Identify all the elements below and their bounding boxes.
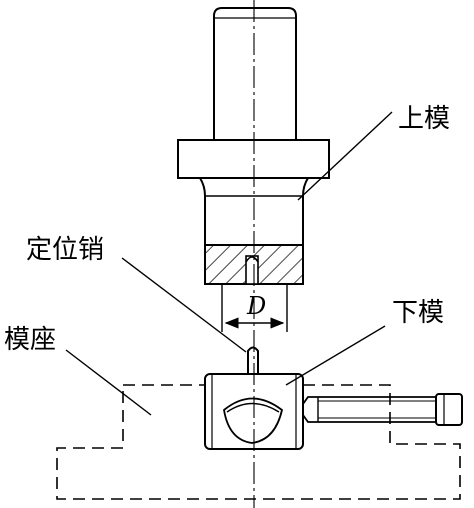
lower-die-label: 下模 — [392, 298, 445, 328]
locating-pin-label: 定位销 — [26, 235, 105, 265]
dimension-label: D — [247, 292, 267, 320]
upper-die-label: 上模 — [398, 104, 451, 134]
lower-die-cavity — [223, 397, 284, 444]
upper-die-shank — [213, 7, 297, 140]
screw-head — [435, 393, 463, 426]
locating-pin — [247, 346, 259, 374]
die-base-label: 模座 — [4, 325, 57, 355]
die-base-outline — [56, 384, 461, 500]
